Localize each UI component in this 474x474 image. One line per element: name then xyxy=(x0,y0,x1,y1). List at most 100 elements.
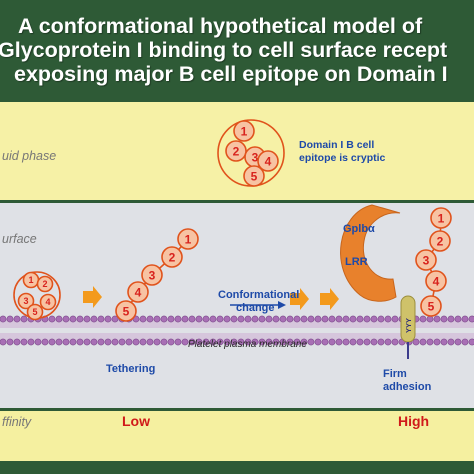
lipid-head xyxy=(230,315,238,323)
lipid-head xyxy=(41,338,49,346)
domain-5-label: 5 xyxy=(251,169,258,183)
lipid-head xyxy=(27,338,35,346)
title-line-2: Glycoprotein I binding to cell surface r… xyxy=(0,38,448,62)
lipid-head xyxy=(69,315,77,323)
lipid-head xyxy=(223,338,231,346)
lipid-head xyxy=(153,315,161,323)
lipid-head xyxy=(76,338,84,346)
lipid-head xyxy=(300,338,308,346)
lipid-head xyxy=(384,338,392,346)
lipid-head xyxy=(307,338,315,346)
lipid-head xyxy=(111,338,119,346)
lipid-head xyxy=(307,315,315,323)
lrr-label: LRR xyxy=(345,256,368,268)
domain-5-circle xyxy=(243,165,265,187)
lipid-head xyxy=(258,315,266,323)
lipid-head xyxy=(293,315,301,323)
lipid-head xyxy=(83,315,91,323)
lipid-head xyxy=(391,315,399,323)
lipid-head xyxy=(272,338,280,346)
platelet-membrane xyxy=(0,315,474,346)
domain-4-circle xyxy=(257,150,279,172)
lipid-head xyxy=(433,315,441,323)
gplb-alpha-label: Gplbα xyxy=(343,223,375,235)
title-line-1: A conformational hypothetical model of xyxy=(18,14,423,38)
affinity-band xyxy=(0,411,474,461)
arrow-right-icon xyxy=(83,286,102,308)
conformational-label-line-1: Conformational xyxy=(218,289,299,301)
domain-1-circle xyxy=(430,207,452,229)
lipid-head xyxy=(13,315,21,323)
affinity-low-label: Low xyxy=(122,413,150,429)
lipid-head xyxy=(55,338,63,346)
lipid-head xyxy=(90,315,98,323)
domain-3-circle xyxy=(141,264,163,286)
lipid-head xyxy=(370,315,378,323)
lipid-head xyxy=(265,315,273,323)
lipid-head xyxy=(160,315,168,323)
domain-2-circle xyxy=(36,275,54,293)
lipid-head xyxy=(167,315,175,323)
lipid-head xyxy=(377,338,385,346)
lipid-head xyxy=(202,338,210,346)
domain-3-circle xyxy=(17,292,35,310)
lipid-head xyxy=(468,338,474,346)
lipid-head xyxy=(0,315,7,323)
lipid-head xyxy=(188,338,196,346)
lipid-head xyxy=(440,315,448,323)
domain-4-label: 4 xyxy=(135,285,142,299)
lipid-head xyxy=(181,315,189,323)
tethering-label: Tethering xyxy=(106,363,155,375)
gplb-alpha-receptor xyxy=(340,204,401,302)
lipid-head xyxy=(139,338,147,346)
lipid-head xyxy=(321,338,329,346)
lipid-head xyxy=(188,315,196,323)
firm-adhesion-label-line-1: Firm xyxy=(383,368,407,380)
lipid-head xyxy=(13,338,21,346)
lipid-head xyxy=(223,315,231,323)
lipid-head xyxy=(454,315,462,323)
lipid-head xyxy=(265,338,273,346)
membrane-label: Platelet plasma membrane xyxy=(188,339,307,350)
domain-4-circle xyxy=(39,293,57,311)
lipid-head xyxy=(216,338,224,346)
domain-5-circle xyxy=(26,303,44,321)
lipid-head xyxy=(447,315,455,323)
lipid-head xyxy=(97,338,105,346)
domain-4-label: 4 xyxy=(45,297,50,307)
lipid-head xyxy=(244,338,252,346)
lipid-head xyxy=(286,338,294,346)
domain-1-circle xyxy=(177,228,199,250)
domain-5-circle xyxy=(420,295,442,317)
lipid-head xyxy=(20,338,28,346)
lipid-head xyxy=(6,315,14,323)
lipid-head xyxy=(146,315,154,323)
domain-2-label: 2 xyxy=(233,144,240,158)
lipid-head xyxy=(146,338,154,346)
lipid-head xyxy=(97,315,105,323)
lipid-head xyxy=(104,315,112,323)
lipid-head xyxy=(83,338,91,346)
binding-model-diagram: uid phase urface ffinity Domain I B cell… xyxy=(0,102,474,474)
lipid-head xyxy=(111,315,119,323)
lipid-head xyxy=(0,338,7,346)
lipid-head xyxy=(125,338,133,346)
domain-2-label: 2 xyxy=(437,234,444,248)
lipid-head xyxy=(377,315,385,323)
lipid-head xyxy=(237,315,245,323)
lipid-head xyxy=(454,338,462,346)
lipid-head xyxy=(419,338,427,346)
lipid-head xyxy=(342,315,350,323)
lipid-head xyxy=(195,338,203,346)
lipid-head xyxy=(328,315,336,323)
domain-4-circle xyxy=(425,270,447,292)
lipid-head xyxy=(132,338,140,346)
domain-1-label: 1 xyxy=(438,211,445,225)
domain-3-circle xyxy=(415,249,437,271)
lipid-head xyxy=(363,338,371,346)
lipid-head xyxy=(62,315,70,323)
lipid-head xyxy=(209,315,217,323)
